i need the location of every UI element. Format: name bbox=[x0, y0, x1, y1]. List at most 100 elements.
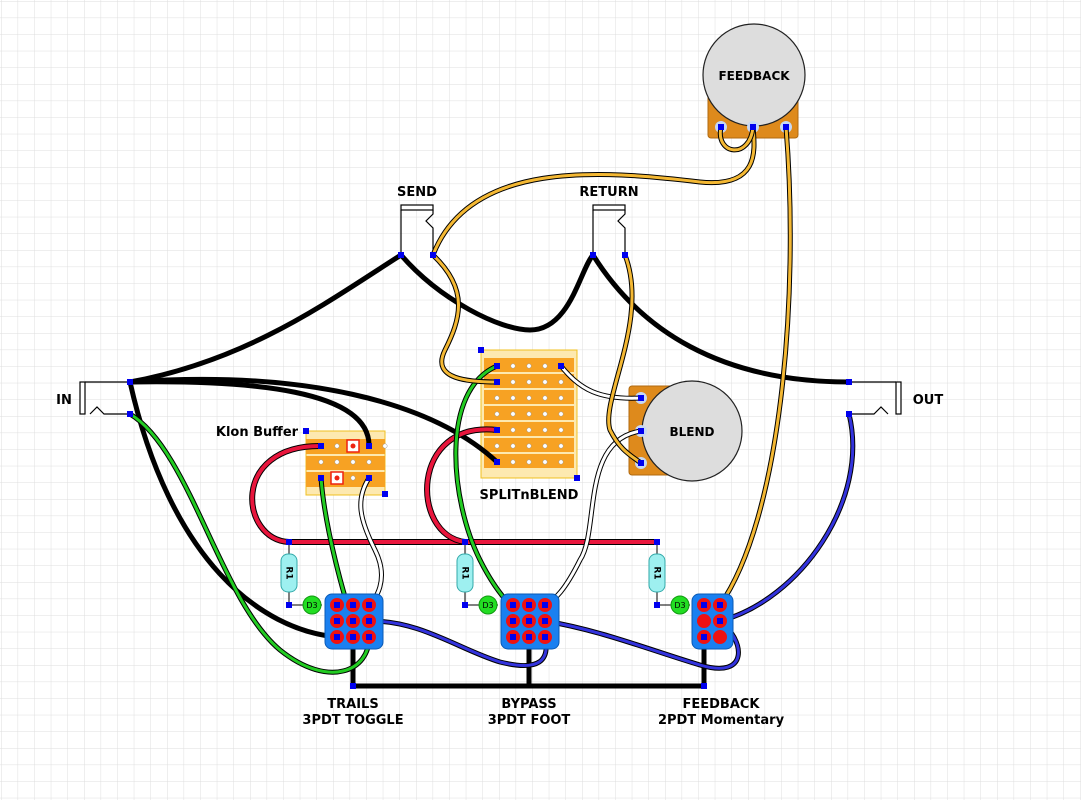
solder-pad bbox=[638, 460, 644, 466]
solder-pad bbox=[846, 411, 852, 417]
solder-pad bbox=[334, 602, 340, 608]
trails-switch-type: 3PDT TOGGLE bbox=[302, 713, 403, 728]
solder-pad bbox=[494, 379, 500, 385]
solder-pad bbox=[717, 618, 723, 624]
board-pad-dot bbox=[350, 443, 356, 449]
wire-core bbox=[431, 253, 499, 384]
board-hole bbox=[382, 443, 388, 449]
solder-pad bbox=[366, 618, 372, 624]
solder-pad bbox=[542, 602, 548, 608]
wire-core bbox=[607, 253, 643, 465]
wire-in-to-send[interactable] bbox=[127, 252, 404, 385]
solder-pad bbox=[286, 602, 292, 608]
send-jack[interactable] bbox=[400, 204, 434, 255]
solder-pad bbox=[542, 618, 548, 624]
board-hole bbox=[510, 427, 516, 433]
board-hole bbox=[510, 395, 516, 401]
solder-pad bbox=[350, 634, 356, 640]
solder-pad bbox=[510, 602, 516, 608]
board-hole bbox=[542, 363, 548, 369]
board-strip bbox=[306, 472, 385, 487]
solder-pad bbox=[846, 379, 852, 385]
board-hole bbox=[558, 379, 564, 385]
board-hole bbox=[526, 363, 532, 369]
solder-pad bbox=[510, 618, 516, 624]
solder-pad bbox=[334, 618, 340, 624]
led-label: D3 bbox=[306, 601, 317, 610]
wire-core bbox=[543, 619, 740, 670]
solder-pad bbox=[654, 602, 660, 608]
switch-labels: TRAILS 3PDT TOGGLE BYPASS 3PDT FOOT FEED… bbox=[302, 697, 784, 728]
solder-pad bbox=[334, 634, 340, 640]
solder-pad bbox=[590, 252, 596, 258]
board-hole bbox=[558, 411, 564, 417]
wire-core bbox=[718, 125, 755, 152]
wire-red-split-core bbox=[425, 427, 499, 544]
in-jack-label: IN bbox=[56, 393, 72, 408]
board-hole bbox=[510, 443, 516, 449]
blend-pot-label: BLEND bbox=[670, 425, 715, 439]
solder-pad bbox=[478, 347, 484, 353]
board-hole bbox=[510, 363, 516, 369]
resistor-label: R1 bbox=[284, 566, 294, 579]
out-jack-tip bbox=[849, 406, 889, 415]
led[interactable] bbox=[478, 595, 498, 615]
solder-pad bbox=[382, 491, 388, 497]
feedback-pot[interactable]: FEEDBACK bbox=[702, 23, 806, 139]
solder-pad bbox=[286, 539, 292, 545]
bypass-switch-type: 3PDT FOOT bbox=[488, 713, 571, 728]
blend-pot[interactable]: BLEND bbox=[628, 380, 743, 482]
board-hole bbox=[366, 459, 372, 465]
wire-black-group bbox=[127, 252, 852, 689]
led[interactable] bbox=[670, 595, 690, 615]
wire-in-to-trails[interactable] bbox=[127, 379, 340, 640]
board-hole bbox=[542, 411, 548, 417]
solder-pad bbox=[127, 379, 133, 385]
wire-send-to-return[interactable] bbox=[398, 252, 596, 333]
switch-lug bbox=[697, 614, 711, 628]
out-jack-sleeve bbox=[895, 381, 902, 415]
klon-buffer-board[interactable] bbox=[305, 430, 388, 496]
board-hole bbox=[334, 459, 340, 465]
board-hole bbox=[526, 395, 532, 401]
solder-pad bbox=[303, 428, 309, 434]
resistor-label: R1 bbox=[460, 566, 470, 579]
solder-pad bbox=[701, 634, 707, 640]
splitnblend-label: SPLITnBLEND bbox=[480, 488, 579, 503]
board-hole bbox=[558, 427, 564, 433]
wire-blue-group bbox=[366, 411, 856, 671]
resistor[interactable] bbox=[456, 553, 474, 593]
return-jack[interactable] bbox=[592, 204, 626, 255]
led-label: D3 bbox=[482, 601, 493, 610]
wire-core bbox=[128, 412, 371, 674]
board-hole bbox=[542, 427, 548, 433]
solder-pad bbox=[350, 618, 356, 624]
feedback-switch-name: FEEDBACK bbox=[682, 697, 760, 712]
solder-pad bbox=[366, 443, 372, 449]
solder-pad bbox=[366, 602, 372, 608]
resistor[interactable] bbox=[648, 553, 666, 593]
board-hole bbox=[334, 443, 340, 449]
solder-pad bbox=[494, 427, 500, 433]
board-hole bbox=[494, 443, 500, 449]
out-jack[interactable] bbox=[849, 381, 902, 415]
resistor[interactable] bbox=[280, 553, 298, 593]
solder-pad bbox=[638, 395, 644, 401]
board-hole bbox=[510, 459, 516, 465]
solder-pad bbox=[783, 124, 789, 130]
return-jack-label: RETURN bbox=[579, 185, 638, 200]
solder-pad bbox=[701, 602, 707, 608]
in-jack[interactable] bbox=[79, 381, 130, 415]
wire-in-to-split[interactable] bbox=[127, 376, 500, 465]
solder-pad bbox=[350, 602, 356, 608]
solder-pad bbox=[654, 539, 660, 545]
solder-pad bbox=[718, 124, 724, 130]
splitnblend-board[interactable] bbox=[480, 349, 578, 479]
feedback-switch[interactable] bbox=[691, 593, 734, 650]
board-hole bbox=[510, 411, 516, 417]
wire-return-to-out[interactable] bbox=[590, 252, 852, 385]
led[interactable] bbox=[302, 595, 322, 615]
return-jack-tip bbox=[617, 210, 626, 255]
wire-core bbox=[559, 364, 643, 400]
